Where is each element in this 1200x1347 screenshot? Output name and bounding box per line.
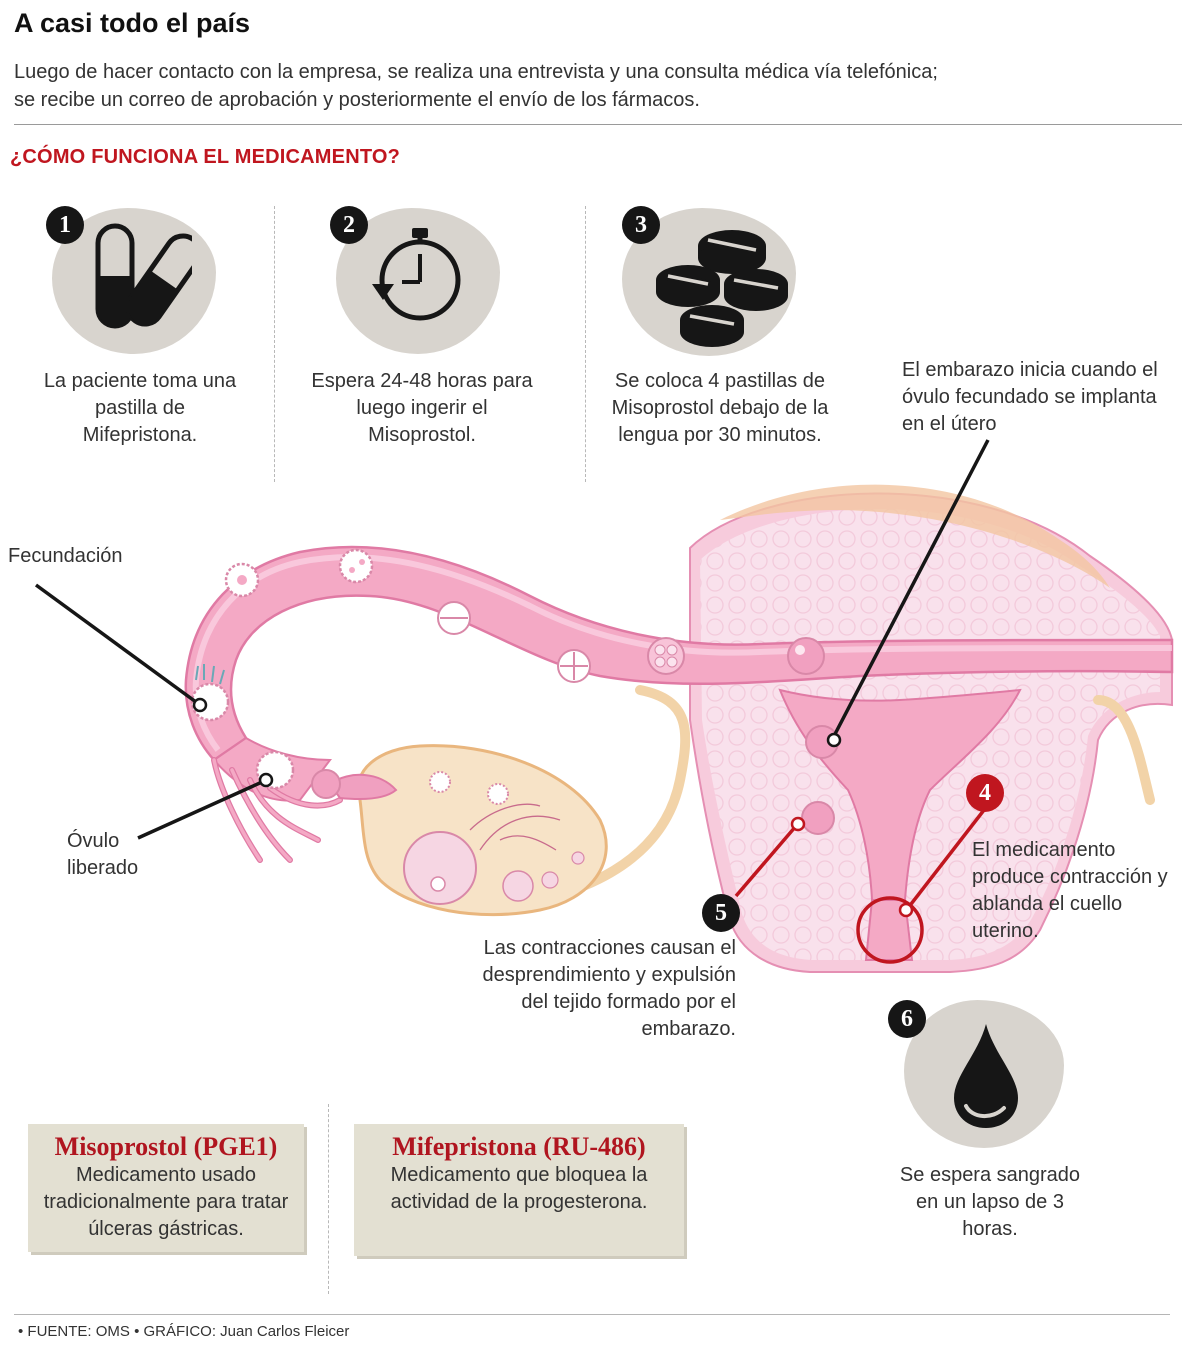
leader-lines <box>34 439 990 918</box>
step6-text: Se espera sangrado en un lapso de 3 hora… <box>899 1164 1081 1240</box>
footer-divider <box>14 1314 1170 1315</box>
step2-badge: 2 <box>330 206 368 244</box>
lead-paragraph: Luego de hacer contacto con la empresa, … <box>14 61 938 111</box>
step2-text: Espera 24-48 horas para luego ingerir el… <box>311 370 533 446</box>
fertilization-label: Fecundación <box>8 545 123 567</box>
step5-badge: 5 <box>702 894 740 932</box>
page-title: A casi todo el país <box>14 8 251 38</box>
step-divider <box>274 206 275 482</box>
header-divider <box>14 124 1182 125</box>
step3-text: Se coloca 4 pastillas de Misoprostol deb… <box>611 370 829 446</box>
misoprostol-text: Medicamento usado tradicionalmente para … <box>43 1164 289 1240</box>
step1-badge: 1 <box>46 206 84 244</box>
ligament <box>535 685 691 905</box>
cervix-highlight <box>856 896 924 964</box>
capsules-icon <box>95 223 192 329</box>
misoprostol-box: Misoprostol (PGE1) Medicamento usado tra… <box>28 1124 304 1252</box>
mifepristona-box: Mifepristona (RU-486) Medicamento que bl… <box>354 1124 684 1256</box>
mifepristona-text: Medicamento que bloquea la actividad de … <box>390 1164 648 1213</box>
step4-badge: 4 <box>966 774 1004 812</box>
ovum-label: Óvulo liberado <box>67 830 139 879</box>
blood-drop-icon <box>954 1024 1018 1128</box>
pregnancy-note: El embarazo inicia cuando el óvulo fecun… <box>902 359 1158 435</box>
misoprostol-title: Misoprostol (PGE1) <box>54 1132 278 1161</box>
ovary <box>328 744 608 917</box>
step6-badge: 6 <box>888 1000 926 1038</box>
source-credit: • FUENTE: OMS • GRÁFICO: Juan Carlos Fle… <box>18 1323 350 1340</box>
pills-icon <box>656 230 788 347</box>
step3-badge: 3 <box>622 206 660 244</box>
step4-text: El medicamento produce contracción y abl… <box>972 839 1168 942</box>
step1-text: La paciente toma una pastilla de Mifepri… <box>43 370 237 446</box>
mifepristona-title: Mifepristona (RU-486) <box>392 1132 646 1161</box>
step5-text: Las contracciones causan el desprendimie… <box>482 937 737 1040</box>
box-divider <box>328 1104 329 1294</box>
ligament <box>1093 695 1155 805</box>
section-title: ¿CÓMO FUNCIONA EL MEDICAMENTO? <box>10 146 401 168</box>
stopwatch-icon <box>372 228 461 321</box>
step-divider <box>585 206 586 482</box>
embryo-stages <box>190 548 839 835</box>
